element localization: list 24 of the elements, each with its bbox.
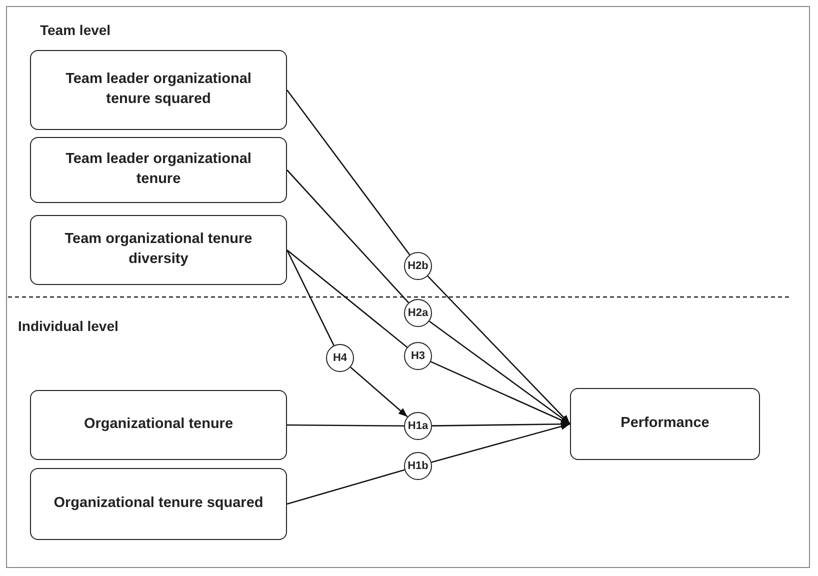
variable-box: Team leader organizational tenure squared (30, 50, 287, 130)
hypothesis-circle: H4 (326, 344, 354, 372)
variable-box: Organizational tenure squared (30, 468, 287, 540)
hypothesis-circle: H1a (404, 412, 432, 440)
connector-line (286, 469, 405, 505)
connector-line (287, 424, 404, 427)
hypothesis-circle: H2b (404, 252, 432, 280)
level-label: Team level (40, 22, 111, 38)
arrow (350, 366, 408, 418)
connector-line (286, 170, 410, 304)
hypothesis-circle: H3 (404, 342, 432, 370)
level-label: Individual level (18, 318, 118, 334)
variable-box: Performance (570, 388, 760, 460)
variable-box: Team leader organizational tenure (30, 137, 287, 203)
arrow (431, 422, 570, 463)
hypothesis-circle: H1b (404, 452, 432, 480)
connector-line (286, 250, 334, 346)
connector-line (286, 250, 408, 348)
connector-line (286, 90, 410, 256)
hypothesis-circle: H2a (404, 299, 432, 327)
variable-box: Team organizational tenure diversity (30, 215, 287, 285)
arrow (432, 420, 570, 428)
variable-box: Organizational tenure (30, 390, 287, 460)
arrow (427, 276, 570, 424)
